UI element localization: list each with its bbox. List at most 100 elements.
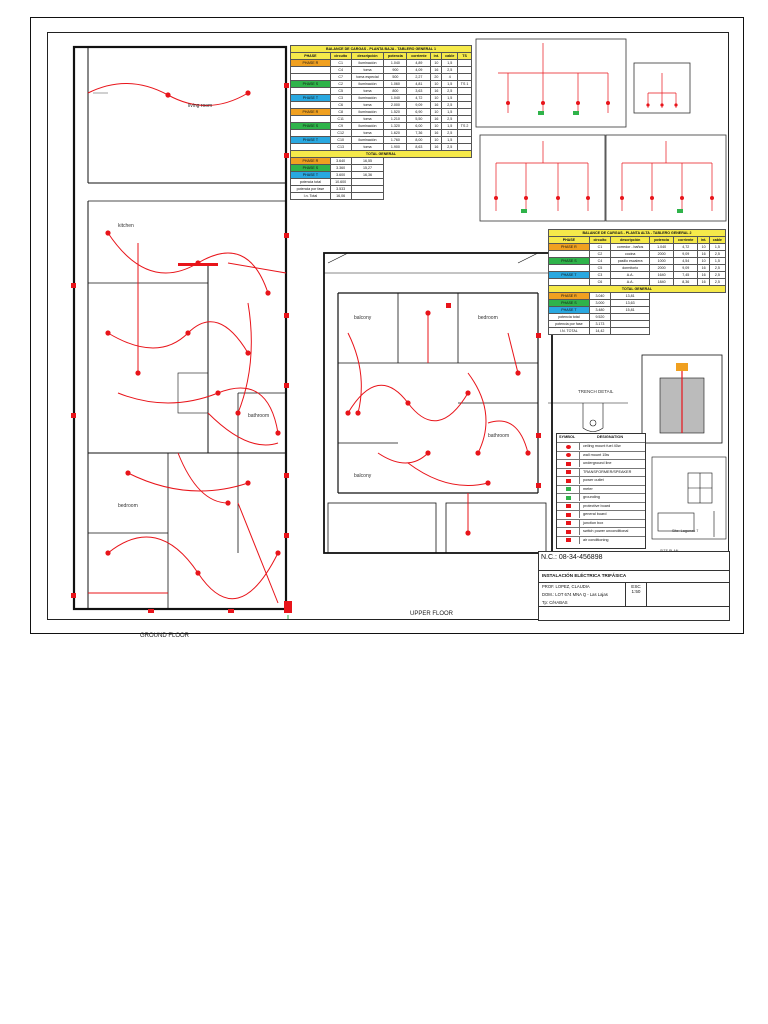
table-cell bbox=[548, 278, 590, 286]
drawing-frame: GROUND FLOOR UPPER FLOOR living room kit… bbox=[47, 32, 730, 639]
legend-text: TRANSFORMER/SPEAKER bbox=[583, 469, 632, 474]
table-cell: 16 bbox=[697, 264, 710, 272]
table-cell: 7,36 bbox=[406, 129, 432, 137]
table-cell: 10 bbox=[430, 136, 443, 144]
table-total-title: TOTAL GENERAL bbox=[290, 150, 472, 158]
table-cell: PHASE S bbox=[290, 164, 331, 172]
table-cell: 2000 bbox=[649, 250, 674, 258]
table-cell: PHASE T bbox=[548, 271, 590, 279]
single-line-green-marks bbox=[521, 111, 683, 213]
legend-item: ceiling mount fuel 40w bbox=[557, 442, 645, 450]
table-cell: C4 bbox=[588, 257, 612, 265]
table-cell bbox=[457, 115, 472, 123]
table-cell: 4 bbox=[441, 73, 459, 81]
legend-text: meter bbox=[583, 486, 593, 491]
legend-symbol-icon bbox=[559, 511, 580, 518]
table-cell: 16,06 bbox=[329, 192, 352, 200]
legend-text: air conditioning bbox=[583, 537, 609, 542]
table-cell: C11 bbox=[329, 115, 352, 123]
table-cell: PHASE S bbox=[548, 299, 590, 307]
trench-title: TRENCH DETAIL bbox=[578, 389, 614, 394]
table-cell: 1.210 bbox=[383, 115, 408, 123]
table-cell: PHASE R bbox=[548, 243, 590, 251]
scale-box: ESC 1:50 bbox=[625, 582, 647, 606]
drawing-sheet: GROUND FLOOR UPPER FLOOR living room kit… bbox=[30, 17, 744, 639]
upper-floor-wiring bbox=[347, 313, 529, 533]
table-cell: pasillo escalera bbox=[610, 257, 651, 265]
table-cell: C6 bbox=[329, 101, 352, 109]
table-cell bbox=[350, 178, 385, 186]
nc-number: N.C.: 08-34-456898 bbox=[541, 554, 603, 561]
table-cell: iluminación bbox=[350, 108, 385, 116]
legend-item: power outlet bbox=[557, 476, 645, 484]
table-cell: 10 bbox=[430, 108, 443, 116]
room-label: bedroom bbox=[118, 503, 138, 509]
table-cell: A.A. bbox=[610, 271, 651, 279]
site-label: Site: Lagunas 7 bbox=[672, 529, 699, 533]
table-cell: 2,5 bbox=[441, 101, 459, 109]
legend-item: junction box bbox=[557, 518, 645, 527]
table-cell: 1,5 bbox=[441, 136, 459, 144]
legend-symbol-header: SYMBOL bbox=[559, 435, 576, 439]
legend-symbol-icon bbox=[559, 451, 580, 459]
table-cell: PHASE T bbox=[290, 94, 331, 102]
table-cell bbox=[290, 87, 331, 95]
column-header: TS bbox=[457, 52, 472, 60]
table-cell bbox=[457, 101, 472, 109]
table-cell: 14,42 bbox=[588, 327, 612, 335]
table-cell: 16 bbox=[430, 129, 443, 137]
legend-text: power outlet bbox=[583, 478, 604, 482]
table-cell: PHASE T bbox=[290, 171, 331, 179]
table-cell: corredor - baños bbox=[610, 243, 651, 251]
table-cell: PHASE S bbox=[290, 80, 331, 88]
address: DOM.: LOT 674 MNA Q - Las Lajas bbox=[542, 592, 608, 597]
table-cell: 1,5 bbox=[441, 59, 459, 67]
table-cell: 2,5 bbox=[441, 66, 459, 74]
table-cell: PHASE T bbox=[548, 306, 590, 314]
legend-symbol-icon bbox=[559, 468, 580, 476]
table-cell: 1000 bbox=[649, 257, 674, 265]
table-cell: 10 bbox=[430, 80, 443, 88]
legend-item: underground line bbox=[557, 459, 645, 467]
table-cell: 3,63 bbox=[406, 87, 432, 95]
column-header: cable bbox=[708, 236, 727, 244]
ground-floor-walls bbox=[72, 45, 288, 611]
column-header: potencia bbox=[383, 52, 408, 60]
table-cell: 9,09 bbox=[672, 250, 699, 258]
legend-item: general board bbox=[557, 510, 645, 518]
table-cell: 9,09 bbox=[406, 101, 432, 109]
table-cell: 3.173 bbox=[588, 320, 612, 328]
table-cell: 1.060 bbox=[383, 80, 408, 88]
table-cell: 16 bbox=[430, 66, 443, 74]
table-cell: 3.040 bbox=[588, 292, 612, 300]
legend-symbol-icon bbox=[559, 519, 580, 527]
column-header: circuito bbox=[329, 52, 352, 60]
tp-label: Tp: C/HABAS bbox=[542, 600, 568, 605]
table-cell: C13 bbox=[329, 143, 352, 151]
table-cell bbox=[457, 129, 472, 137]
table-cell: 10 bbox=[430, 94, 443, 102]
table-cell: 4,89 bbox=[406, 59, 432, 67]
legend-text: general board bbox=[583, 512, 607, 516]
room-label: bathroom bbox=[488, 433, 510, 439]
legend-symbol-icon bbox=[559, 502, 580, 510]
table-cell: 1.620 bbox=[383, 129, 408, 137]
column-header: corriente bbox=[406, 52, 432, 60]
table-cell bbox=[457, 87, 472, 95]
upper-floor-fixtures bbox=[345, 303, 541, 536]
table-cell: 15,81 bbox=[610, 306, 651, 314]
room-label: bedroom bbox=[478, 315, 498, 321]
legend-item: grounding bbox=[557, 493, 645, 501]
site-plan bbox=[651, 456, 727, 540]
room-label: kitchen bbox=[118, 223, 134, 229]
